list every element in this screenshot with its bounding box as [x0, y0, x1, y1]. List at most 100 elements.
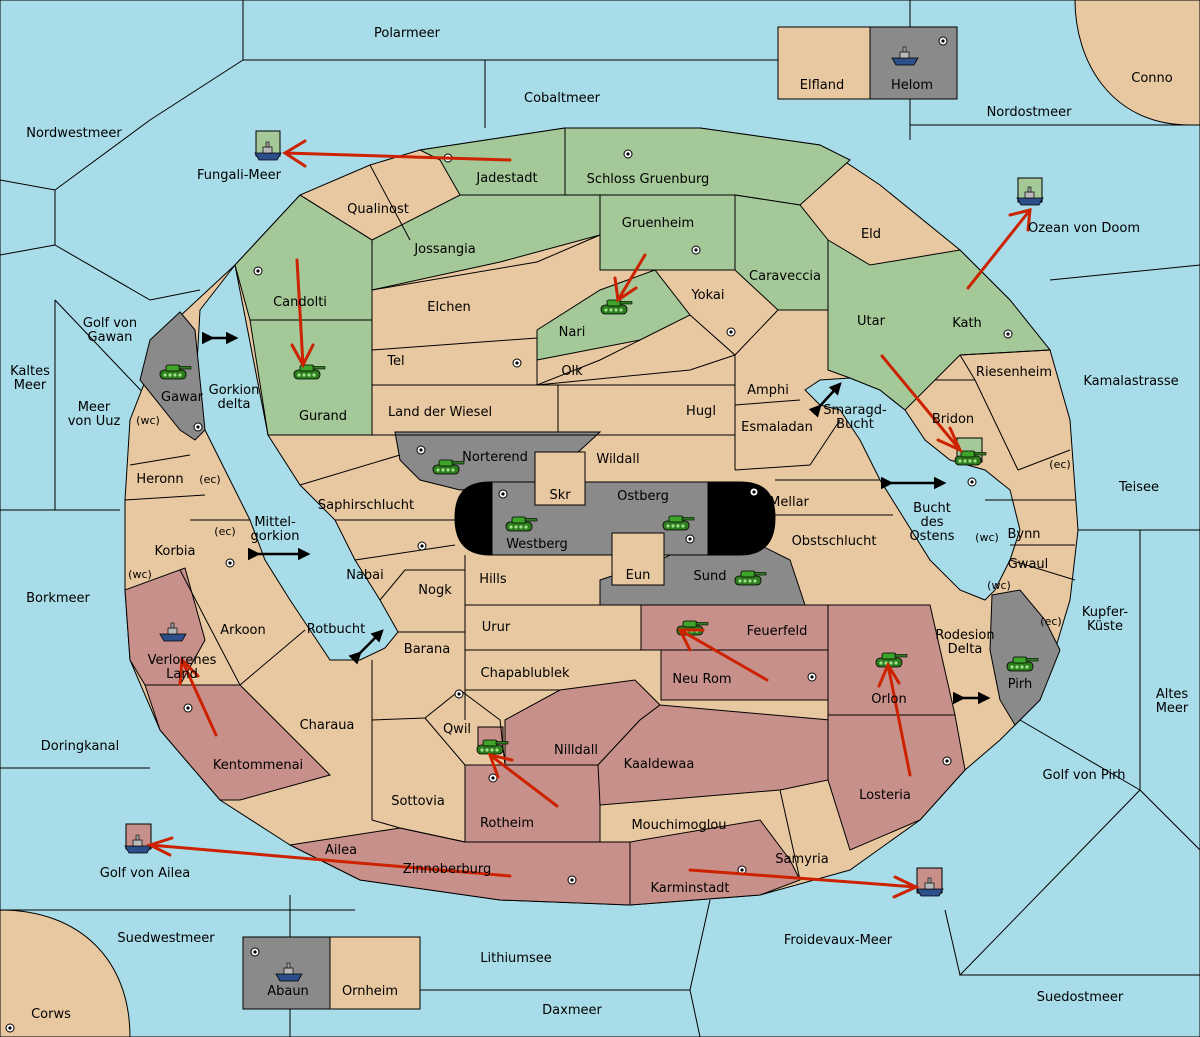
- label-golf-pirh: Golf von Pirh: [1043, 768, 1126, 783]
- label-borkmeer: Borkmeer: [26, 591, 90, 606]
- label-sottovia: Sottovia: [391, 794, 445, 809]
- label-land-wiesel: Land der Wiesel: [388, 405, 492, 420]
- label-utar: Utar: [857, 314, 886, 329]
- label-nordostmeer: Nordostmeer: [987, 105, 1073, 120]
- label-golf-ailea: Golf von Ailea: [100, 866, 190, 881]
- supply-center-icon: [454, 689, 464, 699]
- supply-center-icon: [567, 875, 577, 885]
- label-hills: Hills: [479, 572, 507, 587]
- label-helom: Helom: [891, 78, 933, 93]
- label-rotheim: Rotheim: [480, 816, 534, 831]
- label-abaun: Abaun: [267, 984, 309, 999]
- label-ozean: Ozean von Doom: [1028, 221, 1140, 236]
- label-nilldall: Nilldall: [554, 743, 598, 758]
- supply-center-icon: [225, 558, 235, 568]
- label-kamalastrasse: Kamalastrasse: [1083, 374, 1178, 389]
- label-bynn-wc: (wc): [975, 531, 999, 544]
- double-arrow-icon: [348, 629, 384, 665]
- labels: Polarmeer Elfland Helom Conno Cobaltmeer…: [10, 26, 1189, 1022]
- label-charaua: Charaua: [300, 718, 355, 733]
- label-heronn: Heronn: [136, 472, 183, 487]
- label-sund: Sund: [694, 569, 727, 584]
- label-heronn-ec: (ec): [199, 473, 220, 486]
- label-feuerfeld: Feuerfeld: [747, 624, 808, 639]
- label-pirh-ec: (ec): [1040, 615, 1061, 628]
- label-riesenheim: Riesenheim: [976, 365, 1052, 380]
- supply-center-icon: [691, 245, 701, 255]
- label-nari: Nari: [559, 325, 586, 340]
- label-jadestadt: Jadestadt: [475, 171, 537, 186]
- label-ornheim: Ornheim: [342, 984, 398, 999]
- label-eld: Eld: [861, 227, 881, 242]
- supply-center-icon: [253, 266, 263, 276]
- supply-center-icon: [250, 947, 260, 957]
- convoy-arrows: [202, 331, 991, 705]
- label-karminstadt: Karminstadt: [650, 881, 729, 896]
- label-gruenheim: Gruenheim: [622, 216, 694, 231]
- label-tel: Tel: [386, 354, 404, 369]
- double-arrow-icon: [808, 382, 842, 418]
- label-bridon: Bridon: [932, 412, 974, 427]
- supply-center-icon: [183, 703, 193, 713]
- label-kentommenai: Kentommenai: [213, 758, 303, 773]
- label-samyria: Samyria: [775, 852, 829, 867]
- label-gwaul: Gwaul: [1008, 557, 1049, 572]
- label-arkoon: Arkoon: [220, 623, 265, 638]
- label-froidevaux: Froidevaux-Meer: [784, 933, 893, 948]
- label-skr: Skr: [549, 488, 571, 503]
- supply-center-icon: [512, 358, 522, 368]
- label-kath: Kath: [952, 316, 982, 331]
- label-caraveccia: Caraveccia: [749, 269, 821, 284]
- label-zinnoberburg: Zinnoberburg: [403, 862, 491, 877]
- supply-center-icon: [685, 534, 695, 544]
- label-gawar: Gawar: [161, 390, 204, 405]
- label-suedostmeer: Suedostmeer: [1037, 990, 1124, 1005]
- supply-center-icon: [749, 487, 759, 497]
- label-kupfer: Kupfer-Küste: [1082, 605, 1128, 634]
- label-wildall: Wildall: [596, 452, 639, 467]
- label-mouchimoglou: Mouchimoglou: [631, 818, 726, 833]
- label-yokai: Yokai: [690, 288, 724, 303]
- label-eun: Eun: [626, 568, 651, 583]
- label-jossangia: Jossangia: [413, 242, 475, 257]
- supply-center-icon: [416, 445, 426, 455]
- label-olk: Olk: [561, 364, 583, 379]
- label-hugl: Hugl: [686, 404, 716, 419]
- supply-center-icon: [807, 672, 817, 682]
- label-esmaladan: Esmaladan: [741, 420, 813, 435]
- label-nogk: Nogk: [418, 583, 452, 598]
- label-suedwestmeer: Suedwestmeer: [117, 931, 215, 946]
- label-smaragd: Smaragd-Bucht: [823, 403, 887, 432]
- label-orlon: Orlon: [871, 692, 906, 707]
- label-teisee: Teisee: [1118, 480, 1159, 495]
- label-gurand: Gurand: [299, 409, 347, 424]
- label-teisee-ec: (ec): [1049, 458, 1070, 471]
- label-mittel: Mittel-gorkion: [251, 515, 300, 544]
- label-rotbucht: Rotbucht: [307, 622, 365, 637]
- label-neu-rom: Neu Rom: [672, 672, 731, 687]
- label-pirh: Pirh: [1008, 677, 1033, 692]
- label-saphir: Saphirschlucht: [318, 498, 414, 513]
- label-qwil: Qwil: [443, 722, 471, 737]
- label-korbia-ec: (ec): [214, 525, 235, 538]
- label-mellar: Mellar: [769, 495, 809, 510]
- label-norterend: Norterend: [462, 450, 528, 465]
- label-urur: Urur: [482, 620, 511, 635]
- supply-center-icon: [623, 149, 633, 159]
- label-nabai: Nabai: [346, 568, 384, 583]
- label-korbia: Korbia: [154, 544, 195, 559]
- label-ostberg: Ostberg: [617, 489, 669, 504]
- label-barana: Barana: [404, 642, 450, 657]
- supply-center-icon: [726, 327, 736, 337]
- label-elchen: Elchen: [427, 300, 470, 315]
- label-corws: Corws: [31, 1007, 71, 1022]
- supply-center-icon: [942, 756, 952, 766]
